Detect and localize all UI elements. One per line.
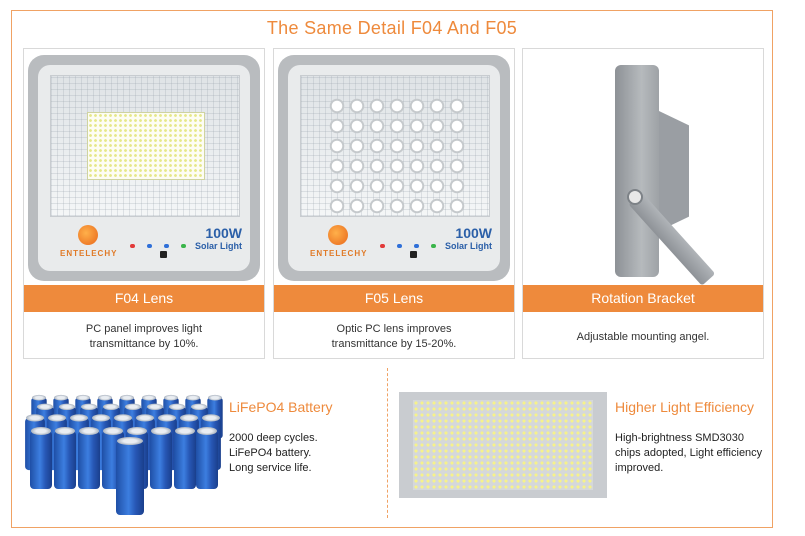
led-array bbox=[87, 112, 205, 180]
card-label: Rotation Bracket bbox=[523, 285, 763, 312]
light-body bbox=[615, 65, 659, 277]
bracket-photo bbox=[523, 49, 763, 285]
battery-cell bbox=[116, 437, 144, 515]
battery-cell bbox=[78, 427, 100, 489]
battery-cell bbox=[174, 427, 196, 489]
indicator-lights bbox=[380, 235, 460, 248]
indicator-green-icon bbox=[431, 244, 436, 248]
battery-cell bbox=[54, 427, 76, 489]
battery-cell bbox=[30, 427, 52, 489]
indicator-red-icon bbox=[130, 244, 135, 248]
battery-cells-photo bbox=[20, 379, 223, 519]
optic-pc-lens bbox=[300, 75, 490, 217]
light-side-profile bbox=[659, 111, 689, 231]
led-array bbox=[327, 96, 467, 216]
battery-title: LiFePO4 Battery bbox=[229, 399, 333, 415]
led-panel-photo bbox=[399, 392, 607, 498]
wattage-badge: 100W Solar Light bbox=[195, 225, 242, 251]
card-description: PC panel improves light transmittance by… bbox=[85, 323, 203, 350]
wattage-badge: 100W Solar Light bbox=[445, 225, 492, 251]
entelechy-logo: ENTELECHY bbox=[60, 225, 140, 265]
efficiency-title: Higher Light Efficiency bbox=[615, 399, 755, 415]
switch-icon bbox=[160, 251, 167, 258]
indicator-blue-icon bbox=[147, 244, 152, 248]
indicator-red-icon bbox=[380, 244, 385, 248]
light-housing: ENTELECHY 100W Solar Light bbox=[28, 55, 260, 281]
battery-text: 2000 deep cycles. LiFePO4 battery. Long … bbox=[229, 432, 318, 474]
pivot-screw-icon bbox=[627, 189, 643, 205]
page-title: The Same Detail F04 And F05 bbox=[266, 18, 518, 38]
sun-icon bbox=[328, 225, 348, 245]
detail-frame: The Same Detail F04 And F05 ENTELECHY bbox=[11, 10, 773, 528]
indicator-green-icon bbox=[181, 244, 186, 248]
efficiency-text: High-brightness SMD3030 chips adopted, L… bbox=[615, 432, 763, 474]
entelechy-logo: ENTELECHY bbox=[310, 225, 390, 265]
battery-cell bbox=[196, 427, 218, 489]
sun-icon bbox=[78, 225, 98, 245]
switch-icon bbox=[410, 251, 417, 258]
indicator-lights bbox=[130, 235, 210, 248]
card-f05-lens: ENTELECHY 100W Solar Light F05 Lens Opti… bbox=[273, 48, 515, 359]
card-rotation-bracket: Rotation Bracket Adjustable mounting ang… bbox=[522, 48, 764, 359]
card-label: F05 Lens bbox=[274, 285, 514, 312]
indicator-blue-icon bbox=[397, 244, 402, 248]
smd-chip-grid bbox=[413, 400, 593, 490]
pc-panel-lens bbox=[50, 75, 240, 217]
card-description: Optic PC lens improves transmittance by … bbox=[331, 323, 457, 350]
card-description: Adjustable mounting angel. bbox=[576, 330, 710, 343]
card-label: F04 Lens bbox=[24, 285, 264, 312]
indicator-blue-icon bbox=[164, 244, 169, 248]
f04-lens-photo: ENTELECHY 100W Solar Light bbox=[24, 49, 264, 285]
indicator-blue-icon bbox=[414, 244, 419, 248]
battery-cell bbox=[150, 427, 172, 489]
f05-lens-photo: ENTELECHY 100W Solar Light bbox=[274, 49, 514, 285]
section-divider bbox=[387, 368, 388, 518]
light-housing: ENTELECHY 100W Solar Light bbox=[278, 55, 510, 281]
card-f04-lens: ENTELECHY 100W Solar Light F04 Lens PC p… bbox=[23, 48, 265, 359]
